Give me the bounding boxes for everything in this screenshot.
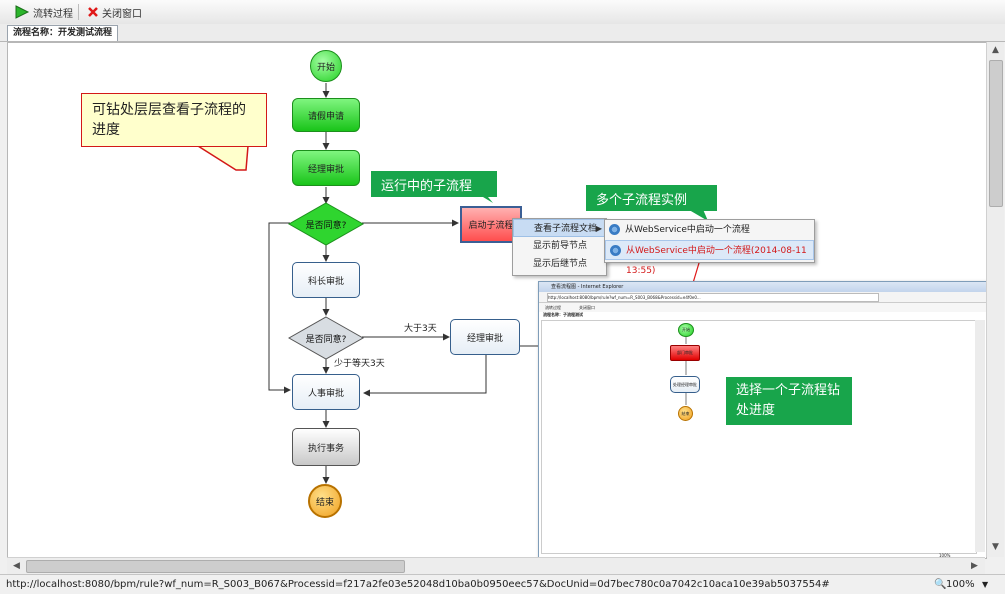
tab-process-name[interactable]: 流程名称：开发测试流程 (7, 25, 119, 41)
node-start[interactable]: 开始 (310, 50, 342, 82)
flow-connectors (195, 83, 754, 484)
node-manager-approval[interactable]: 经理审批 (292, 150, 360, 186)
toolbar-divider (78, 4, 79, 20)
subflow-canvas: 开始 部门审批 处理经理审批 结束 (541, 320, 977, 554)
status-bar: http://localhost:8080/bpm/rule?wf_num=R_… (0, 574, 1005, 594)
menu-view-subflow[interactable]: 查看子流程文档 ▶ (513, 219, 606, 237)
subflow-window: 查看流程图 - Internet Explorer http://localho… (538, 281, 986, 558)
subflow-tab[interactable]: 流程名称：子流程测试 (543, 312, 583, 317)
subflow-vscroll[interactable] (975, 320, 985, 552)
zoom-level[interactable]: 100% (946, 579, 975, 590)
menu-show-predecessor[interactable]: 显示前导节点 (533, 241, 588, 251)
close-window-button[interactable]: 关闭窗口 (87, 3, 142, 21)
multiple-instances-callout: 多个子流程实例 (586, 185, 717, 211)
node-end[interactable]: 结束 (308, 484, 342, 518)
vertical-scroll-thumb[interactable] (989, 60, 1003, 207)
node-decision-agree[interactable]: 是否同意? (288, 202, 364, 246)
subflow-window-title: 查看流程图 - Internet Explorer (539, 282, 986, 292)
zoom-icon: 🔍 (934, 579, 947, 590)
decision-agree-label: 是否同意? (306, 219, 347, 231)
close-window-label: 关闭窗口 (102, 8, 142, 20)
node-leave-request[interactable]: 请假申请 (292, 98, 360, 132)
subflow-address-bar: http://localhost:8080/bpm/rule?wf_num=R_… (539, 292, 986, 303)
subflow-node-blue[interactable]: 处理经理审批 (670, 376, 700, 393)
subflow-node-start[interactable]: 开始 (678, 323, 694, 337)
flow-process-button[interactable]: 流转过程 (14, 3, 73, 21)
node-subprocess[interactable]: 启动子流程 (460, 206, 522, 243)
subflow-connectors (685, 337, 687, 405)
menu-view-subflow-label: 查看子流程文档 (534, 224, 598, 234)
gear-icon (610, 245, 621, 256)
play-icon (15, 5, 30, 19)
subflow-toolbar: 流转过程 关闭窗口 (539, 303, 986, 312)
drill-note-callout: 可钻处层层查看子流程的进度 (81, 93, 267, 147)
submenu-instance-1[interactable]: 从WebService中启动一个流程 (605, 220, 814, 240)
subflow-zoom[interactable]: 100% (939, 553, 951, 558)
label-more-than: 大于3天 (404, 324, 437, 334)
node-decision-agree-2[interactable]: 是否同意? (288, 316, 364, 360)
subflow-url[interactable]: http://localhost:8080/bpm/rule?wf_num=R_… (547, 293, 879, 302)
scroll-down-icon[interactable]: ▼ (992, 542, 999, 552)
scroll-up-icon[interactable]: ▲ (992, 45, 999, 55)
label-less-than: 少于等天3天 (334, 359, 385, 369)
submenu-arrow-icon: ▶ (595, 224, 602, 233)
scroll-left-icon[interactable]: ◀ (13, 561, 20, 571)
horizontal-scrollbar[interactable]: ◀ ▶ (7, 557, 985, 575)
subflow-flow-button[interactable]: 流转过程 (545, 305, 561, 310)
submenu-instance-1-label: 从WebService中启动一个流程 (625, 225, 750, 235)
running-subflow-callout: 运行中的子流程 (371, 171, 497, 197)
horizontal-scroll-thumb[interactable] (26, 560, 405, 573)
vertical-scrollbar[interactable]: ▲ ▼ (986, 42, 1004, 557)
subflow-close-button[interactable]: 关闭窗口 (579, 305, 595, 310)
select-one-callout: 选择一个子流程钻处进度 (726, 377, 852, 425)
subflow-node-end[interactable]: 结束 (678, 406, 693, 421)
scroll-right-icon[interactable]: ▶ (971, 561, 978, 571)
toolbar: 流转过程 关闭窗口 (0, 0, 1005, 25)
flow-process-label: 流转过程 (33, 8, 73, 20)
node-hr-approval[interactable]: 人事审批 (292, 374, 360, 410)
node-section-approval[interactable]: 科长审批 (292, 262, 360, 298)
decision-agree-2-label: 是否同意? (306, 333, 347, 345)
submenu: 从WebService中启动一个流程 从WebService中启动一个流程(20… (604, 219, 815, 276)
menu-show-successor[interactable]: 显示后继节点 (533, 259, 588, 269)
tab-bar: 流程名称：开发测试流程 (0, 24, 1005, 42)
zoom-dropdown-icon[interactable]: ▼ (982, 580, 989, 589)
status-url: http://localhost:8080/bpm/rule?wf_num=R_… (6, 579, 830, 590)
context-menu: 查看子流程文档 ▶ 显示前导节点 显示后继节点 (512, 218, 607, 276)
node-execute[interactable]: 执行事务 (292, 428, 360, 466)
close-icon (88, 7, 98, 17)
submenu-instance-2[interactable]: 从WebService中启动一个流程(2014-08-11 13:55) (605, 240, 814, 276)
submenu-instance-2-label: 从WebService中启动一个流程(2014-08-11 13:55) (626, 246, 807, 276)
subflow-node-red[interactable]: 部门审批 (670, 345, 700, 361)
gear-icon (609, 224, 620, 235)
node-manager-approval-2[interactable]: 经理审批 (450, 319, 520, 355)
flow-canvas: 开始 请假申请 经理审批 是否同意? 科长审批 是否同意? 人事审批 执行事务 … (7, 42, 987, 559)
